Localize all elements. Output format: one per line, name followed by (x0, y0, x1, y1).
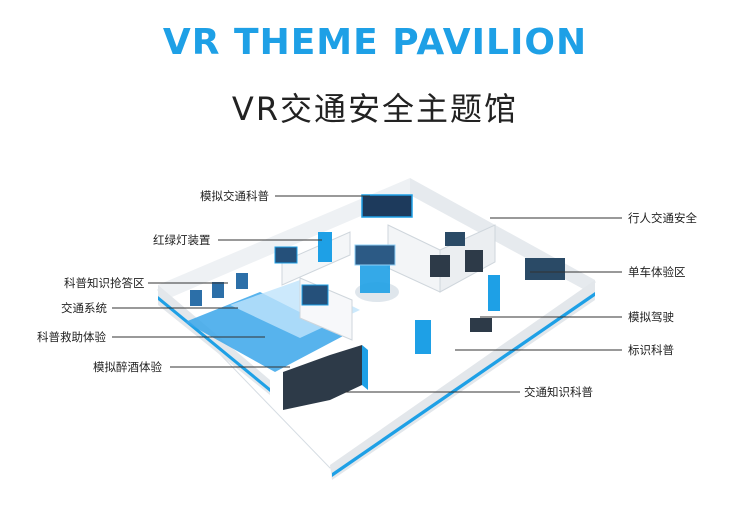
central-screen (354, 244, 396, 266)
label-moni-jiashi: 模拟驾驶 (628, 310, 674, 324)
screen-left-1 (274, 246, 298, 264)
label-jiaotong-xitong: 交通系统 (61, 301, 107, 315)
screen-left-2 (301, 284, 329, 306)
label-kepu-jiuzhu: 科普救助体验 (37, 330, 106, 344)
pedestrian-device-2 (465, 250, 483, 272)
label-biaoshi: 标识科普 (628, 343, 674, 357)
screen-top (361, 194, 413, 218)
wall-panel-1 (190, 290, 202, 306)
pedestrian-device (430, 255, 450, 277)
screen-right-1 (445, 232, 465, 246)
driving-seat (470, 318, 492, 332)
wall-panel-3 (236, 273, 248, 289)
traffic-light-device (318, 232, 332, 262)
drunk-booth-side (362, 345, 368, 390)
title-english: VR THEME PAVILION (162, 22, 588, 63)
label-jiaotong-zhishi: 交通知识科普 (524, 385, 593, 399)
label-xingren: 行人交通安全 (628, 211, 697, 225)
left-wall (158, 178, 410, 300)
label-danche: 单车体验区 (628, 265, 686, 279)
drunk-booth (283, 345, 362, 410)
wall-panel-2 (212, 282, 224, 298)
bike-device (488, 275, 500, 311)
left-wall-stripe (158, 296, 270, 392)
label-hongludeng: 红绿灯装置 (153, 233, 211, 247)
blue-floor-zone (185, 292, 345, 372)
screen-right-2 (525, 258, 565, 280)
sign-panel (415, 320, 431, 354)
title-chinese: VR交通安全主题馆 (231, 90, 519, 128)
right-wall-stripe (332, 292, 595, 477)
label-moni-jiaotong-kepu: 模拟交通科普 (200, 189, 269, 203)
label-moni-zuijiu: 模拟醉酒体验 (93, 360, 162, 374)
label-kepu-qiangda: 科普知识抢答区 (64, 276, 145, 290)
